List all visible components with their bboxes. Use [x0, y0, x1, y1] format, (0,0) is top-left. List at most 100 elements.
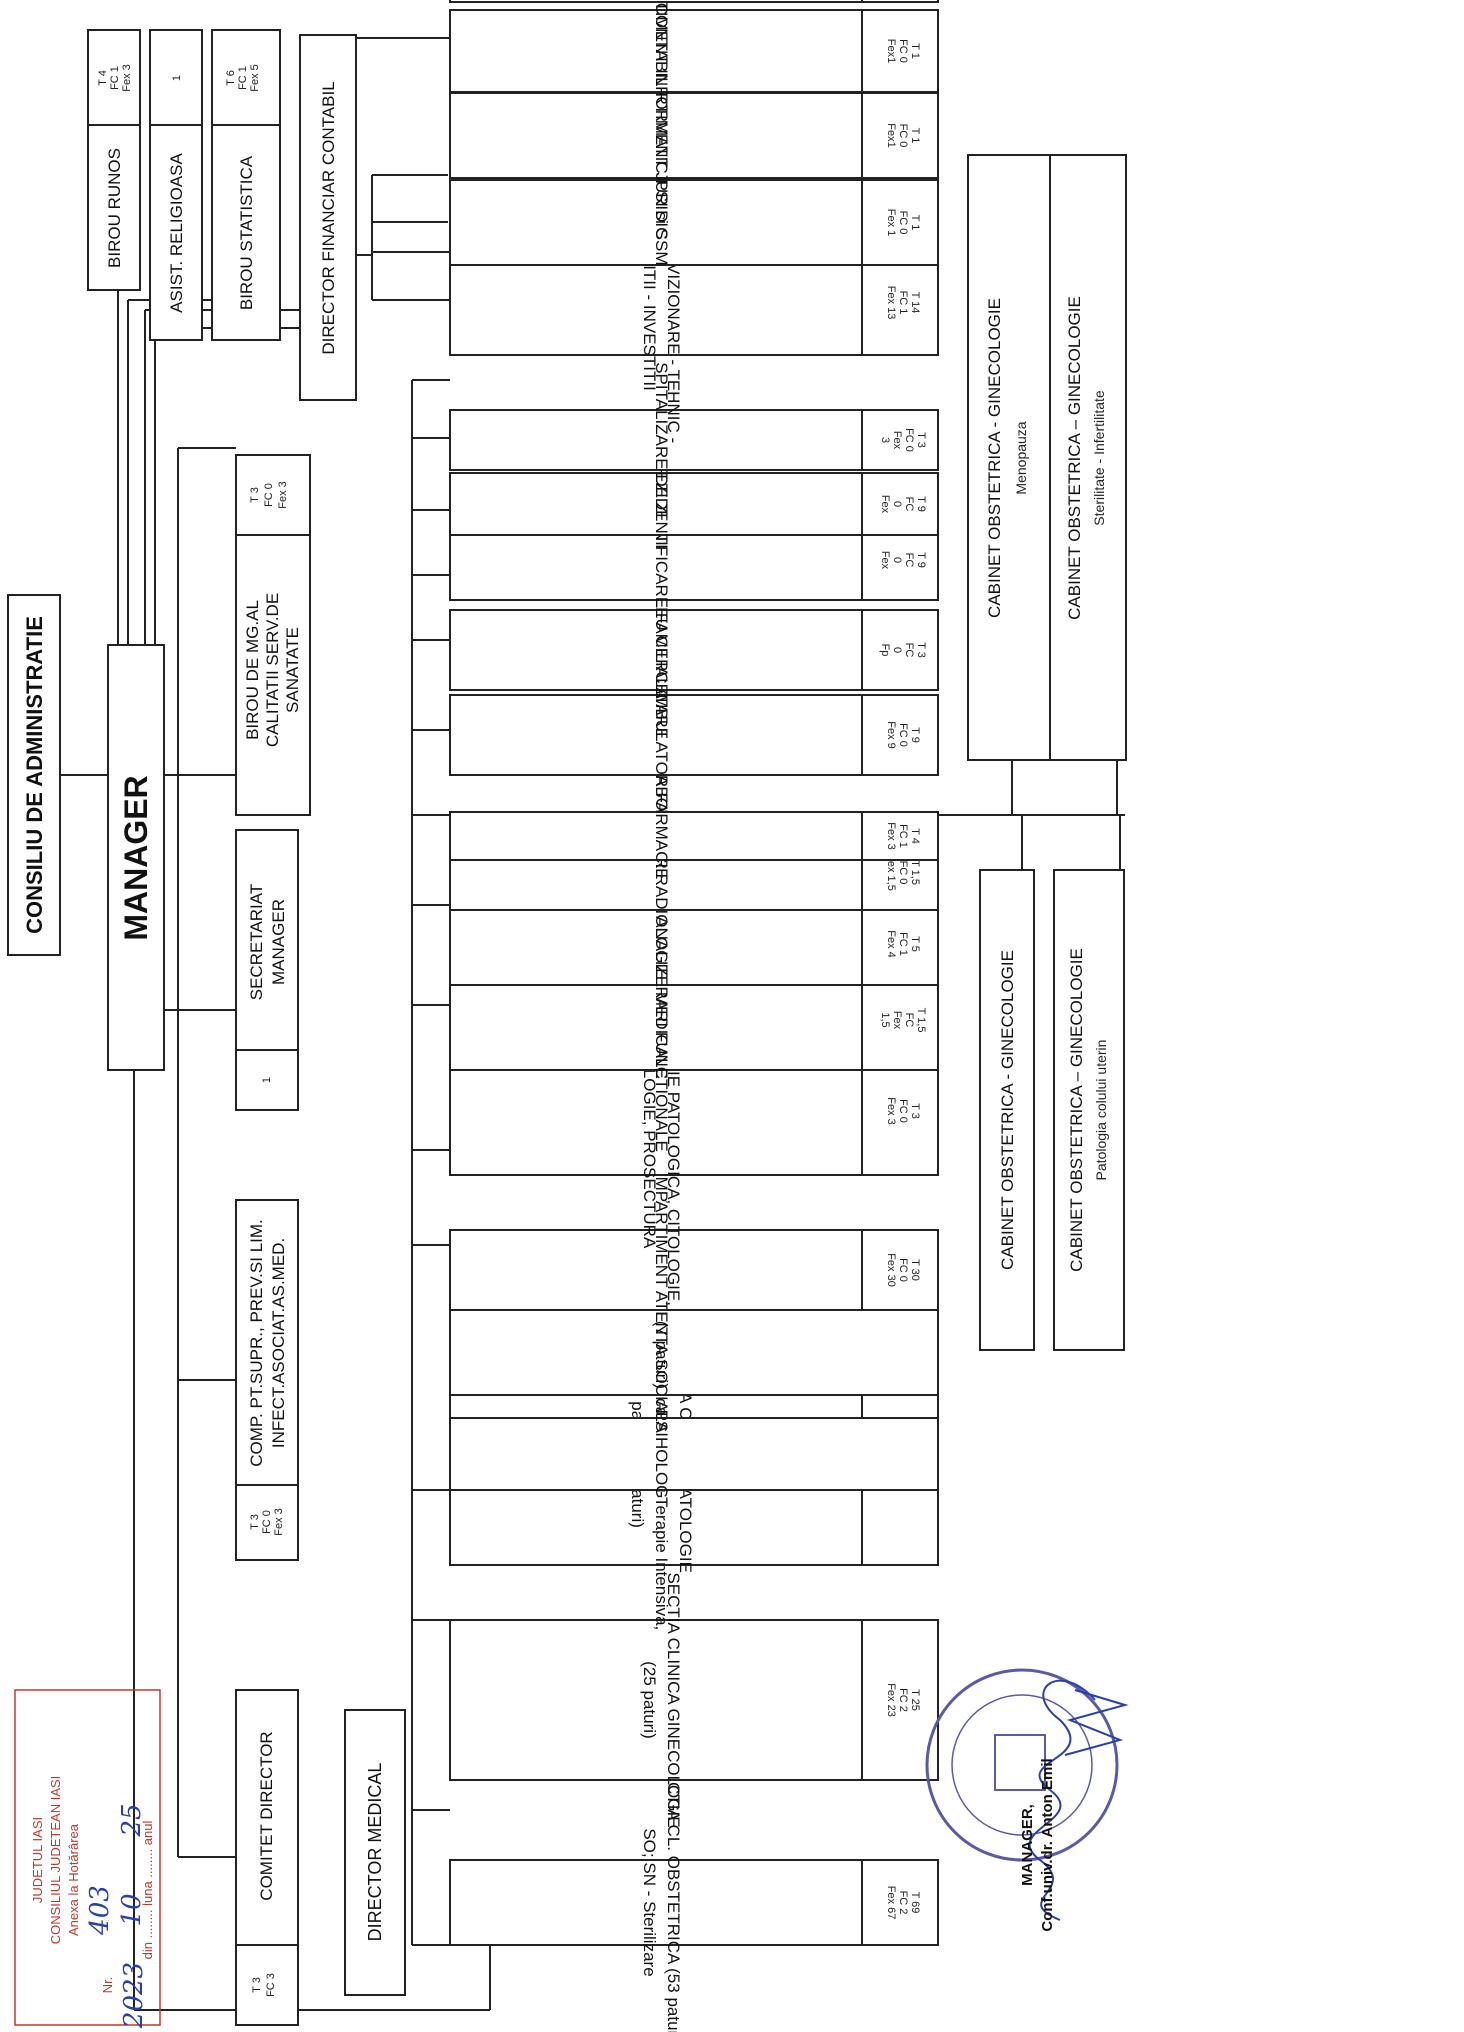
birou-calitate-count-fc: FC 0: [263, 483, 275, 507]
birou-calitate-line2: CALITATII SERV.DE: [263, 593, 282, 747]
signature-scribble: [1028, 1679, 1129, 1921]
medical-unit-3: PSIHOLOG: [449, 1410, 939, 1499]
manager-box: MANAGER: [107, 644, 165, 1071]
stamp-nr-label: Nr.: [100, 1977, 115, 1994]
financial-unit-label: BIROU FINANCIAR - CONTABIL: [652, 0, 671, 87]
medical-unit-count: FC 0: [897, 723, 909, 747]
stamp-line3: Anexa la Hotărârea: [66, 1823, 81, 1936]
financial-unit-count: Fex 1: [885, 209, 897, 237]
medical-unit-frame: [449, 1299, 939, 1396]
registration-stamp: JUDETUL IASI CONSILIUL JUDETEAN IASI Ane…: [14, 1689, 161, 2029]
stamp-nr-value: 403: [85, 1885, 115, 1936]
financial-unit-label: COMPARTIMENT INFORMATIC: [652, 0, 671, 174]
asist-religioasa-count: 1: [171, 75, 183, 81]
medical-unit-frame: [449, 409, 939, 471]
comp-prev-line1: COMP. PT.SUPR., PREV.SI LIM.: [247, 1219, 266, 1467]
comp-prev-count-fc: FC 0: [261, 1510, 273, 1534]
medical-unit-count: T 4: [909, 828, 921, 844]
medical-unit-label: SO; SN - Sterilizare: [640, 1828, 659, 1976]
birou-runos-count-fc: FC 1: [109, 66, 121, 90]
medical-unit-count: Fex 9: [885, 721, 897, 749]
stamp-line1: JUDETUL IASI: [30, 1817, 45, 1903]
medical-unit-count: Fex: [879, 551, 891, 570]
stamp-line2: CONSILIUL JUDETEAN IASI: [48, 1776, 63, 1945]
secretariat-box: SECRETARIAT MANAGER 1: [235, 829, 299, 1111]
stamp-date-label: din ........ luna ........ anul: [140, 1821, 155, 1960]
medical-unit-count: 3: [879, 437, 891, 443]
signature-name: Conf.univ.dr. Anton Emil: [1039, 1758, 1056, 1931]
birou-runos-box: BIROU RUNOS T 4 FC 1 Fex 3: [87, 29, 141, 291]
cabinet-col-uterin-title: CABINET OBSTETRICA – GINECOLOGIE: [1067, 948, 1086, 1272]
medical-unit-label: AMBULATOR: [652, 683, 671, 787]
medical-unit-label: COMPARTIMENT ATI (7 paturi): [652, 1151, 671, 1389]
cabinet-menopauza-title: CABINET OBSTETRICA - GINECOLOGIE: [985, 298, 1004, 618]
medical-unit-count: FC 0: [903, 428, 915, 452]
medical-unit-0: SECTIA CL. OBSTETRICA (53 paturi)SO; SN …: [449, 1759, 939, 2032]
birou-statistica-count-t: T 6: [225, 70, 237, 86]
medical-unit-count: Fp: [879, 644, 891, 657]
medical-unit-15: SPITALIZARE DE ZI T 3FC 0 Fex 3: [449, 362, 939, 518]
asist-religioasa-label: ASIST. RELIGIOASA: [167, 153, 186, 313]
director-financiar-box: DIRECTOR FINANCIAR CONTABIL: [299, 34, 357, 401]
medical-unit-count: FC 0: [897, 1258, 909, 1282]
medical-unit-count: Fex 30: [885, 1253, 897, 1287]
birou-runos-label: BIROU RUNOS: [105, 148, 124, 268]
medical-unit-1: SECTIA CLINICA GINECOLOGIE(25 paturi)T 2…: [449, 1572, 939, 1828]
financial-unit-count: T 1: [909, 215, 921, 231]
medical-unit-count: 0: [891, 501, 903, 507]
medical-unit-count: T 9: [915, 552, 927, 568]
medical-unit-count: Fex 3: [885, 822, 897, 850]
medical-unit-count: FC 0: [897, 1099, 909, 1123]
financial-unit-frame: [449, 92, 939, 179]
cabinet-sterilitate-title: CABINET OBSTETRICA – GINECOLOGIE: [1065, 296, 1084, 620]
medical-unit-count: Fex 23: [885, 1683, 897, 1717]
medical-unit-count: T 3: [915, 642, 927, 658]
comp-prev-count-t: T 3: [249, 1514, 261, 1530]
cabinet-menopauza-subtitle: Menopauza: [1013, 421, 1029, 494]
medical-unit-count: FC 2: [897, 1891, 909, 1915]
director-medical-label: DIRECTOR MEDICAL: [365, 1763, 385, 1942]
cabinet-col-uterin-subtitle: Patologia colului uterin: [1093, 1040, 1109, 1181]
asist-religioasa-box: ASIST. RELIGIOASA 1: [149, 29, 203, 341]
comp-prev-infect-box: COMP. PT.SUPR., PREV.SI LIM. INFECT.ASOC…: [235, 1199, 299, 1561]
medical-unit-label: NUCLEU CERCETARE: [652, 561, 671, 739]
financial-unit-count: Fex1: [885, 123, 897, 147]
financial-unit-label: PSI si SSM: [652, 180, 671, 266]
medical-unit-count: FC 1: [897, 932, 909, 956]
financial-unit-frame: [449, 0, 939, 3]
medical-unit-label: PSIHOLOG: [652, 1410, 671, 1499]
medical-unit-count: FC: [903, 1013, 915, 1028]
cabinet-sterilitate-box: CABINET OBSTETRICA – GINECOLOGIE Sterili…: [1049, 154, 1127, 761]
financial-unit-frame: [449, 9, 939, 93]
medical-unit-count: Fex: [891, 1011, 903, 1030]
medical-unit-count: Fex: [879, 495, 891, 514]
medical-unit-count: T 3: [909, 1103, 921, 1119]
birou-calitate-line3: SANATATE: [283, 627, 302, 713]
medical-unit-frame: [449, 472, 939, 536]
medical-unit-frame: [449, 969, 939, 1071]
medical-unit-count: FC: [903, 553, 915, 568]
birou-runos-count-t: T 4: [97, 70, 109, 86]
comitet-director-label: COMITET DIRECTOR: [257, 1731, 276, 1900]
birou-statistica-count-fex: Fex 5: [249, 64, 261, 92]
medical-unit-count: FC 0: [897, 861, 909, 885]
medical-unit-count: T 3: [915, 432, 927, 448]
secretariat-line1: SECRETARIAT: [247, 884, 266, 1001]
cabinet-sterilitate-subtitle: Sterilitate - Infertilitate: [1091, 390, 1107, 526]
manager-title: MANAGER: [118, 775, 154, 940]
comitet-count-fc: FC 3: [265, 1973, 277, 1997]
board-title: CONSILIU DE ADMINISTRATIE: [22, 616, 47, 934]
financial-unit-count: FC 0: [897, 211, 909, 235]
medical-unit-label: SPITALIZARE DE ZI: [652, 362, 671, 518]
birou-calitate-line1: BIROU DE MG.AL: [243, 600, 262, 740]
secretariat-count: 1: [261, 1077, 273, 1083]
birou-statistica-count-fc: FC 1: [237, 66, 249, 90]
